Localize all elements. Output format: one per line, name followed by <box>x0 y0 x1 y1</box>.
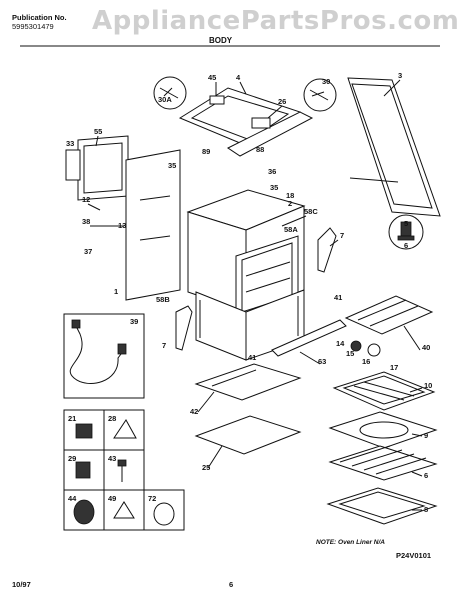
part-box-grid <box>63 409 185 531</box>
hinge-30a <box>153 76 187 110</box>
broiler-pan <box>328 411 438 449</box>
oven-rack <box>328 445 438 481</box>
callout-label: 28 <box>108 414 116 423</box>
callout-label: 44 <box>68 494 77 503</box>
callout-label: 25 <box>202 463 210 472</box>
callout-label: 45 <box>208 73 216 82</box>
callout-label: 72 <box>148 494 156 503</box>
callout-label: 41 <box>334 293 342 302</box>
callout-label: 35 <box>168 161 176 170</box>
callout-label: 58A <box>284 225 298 234</box>
callout-label: 14 <box>336 339 345 348</box>
callout-label: 4 <box>236 73 241 82</box>
callout-label: 12 <box>82 195 90 204</box>
top-panel <box>178 87 314 157</box>
oven-bottom-panel <box>194 363 302 401</box>
liner-note: NOTE: Oven Liner N/A <box>316 539 385 546</box>
door-hinge-right <box>317 227 337 273</box>
callout-label: 1 <box>114 287 118 296</box>
callout-label: 41 <box>248 353 256 362</box>
callout-label: 21 <box>68 414 76 423</box>
callout-label: 16 <box>362 357 370 366</box>
callout-label: 89 <box>202 147 210 156</box>
callout-label: 36 <box>268 167 276 176</box>
publication-number: 5995301479 <box>12 22 54 31</box>
callout-label: 26 <box>278 97 286 106</box>
power-cord <box>69 319 127 384</box>
drawer-slide <box>271 319 347 357</box>
callout-label: 33 <box>66 139 74 148</box>
callout-label: 63 <box>318 357 326 366</box>
callout-label: 42 <box>190 407 198 416</box>
callout-label: 7 <box>340 231 344 240</box>
publication-label: Publication No. <box>12 13 67 22</box>
callout-label: 6 <box>404 241 408 250</box>
oven-liner <box>326 487 438 525</box>
callout-label: 49 <box>108 494 116 503</box>
callout-label: 17 <box>390 363 398 372</box>
callout-label: 30 <box>322 77 330 86</box>
callout-label: 9 <box>424 431 428 440</box>
callout-label: 2 <box>288 199 292 208</box>
callout-label: 10 <box>424 381 432 390</box>
side-panel <box>347 77 441 217</box>
diagram-code: P24V0101 <box>396 551 431 560</box>
callout-label: 15 <box>346 349 354 358</box>
back-panel <box>65 135 129 201</box>
storage-drawer-bottom <box>194 415 302 455</box>
leader-lines <box>87 79 423 511</box>
callout-label: 38 <box>82 217 90 226</box>
callout-label: 58C <box>304 207 318 216</box>
broiler-pan-support <box>344 295 434 335</box>
rear-wall <box>125 149 181 301</box>
callout-label: 5 <box>404 219 408 228</box>
callout-label: 29 <box>68 454 76 463</box>
section-title: BODY <box>209 36 233 45</box>
callout-label: 35 <box>270 183 278 192</box>
callout-label: 37 <box>84 247 92 256</box>
callout-label: 39 <box>130 317 138 326</box>
callout-label: 3 <box>398 71 402 80</box>
callout-label: 40 <box>422 343 430 352</box>
callout-label: 6 <box>424 471 428 480</box>
oven-light-assembly <box>350 340 381 357</box>
callout-label: 8 <box>424 505 428 514</box>
callout-label: 88 <box>256 145 264 154</box>
callout-label: 30A <box>158 95 172 104</box>
footer-page: 6 <box>229 580 234 589</box>
leveling-leg <box>388 214 424 250</box>
callout-label: 55 <box>94 127 102 136</box>
door-hinge-left <box>175 305 193 351</box>
callout-label: 43 <box>108 454 116 463</box>
callout-label: 58B <box>156 295 170 304</box>
broiler-pan-grid <box>332 371 436 411</box>
hinge-30 <box>303 78 337 112</box>
footer-date: 10/97 <box>12 580 31 589</box>
callout-label: 7 <box>162 341 166 350</box>
cabinet-body <box>186 189 306 319</box>
callout-label: 18 <box>286 191 294 200</box>
watermark: AppliancePartsPros.com <box>92 6 460 36</box>
